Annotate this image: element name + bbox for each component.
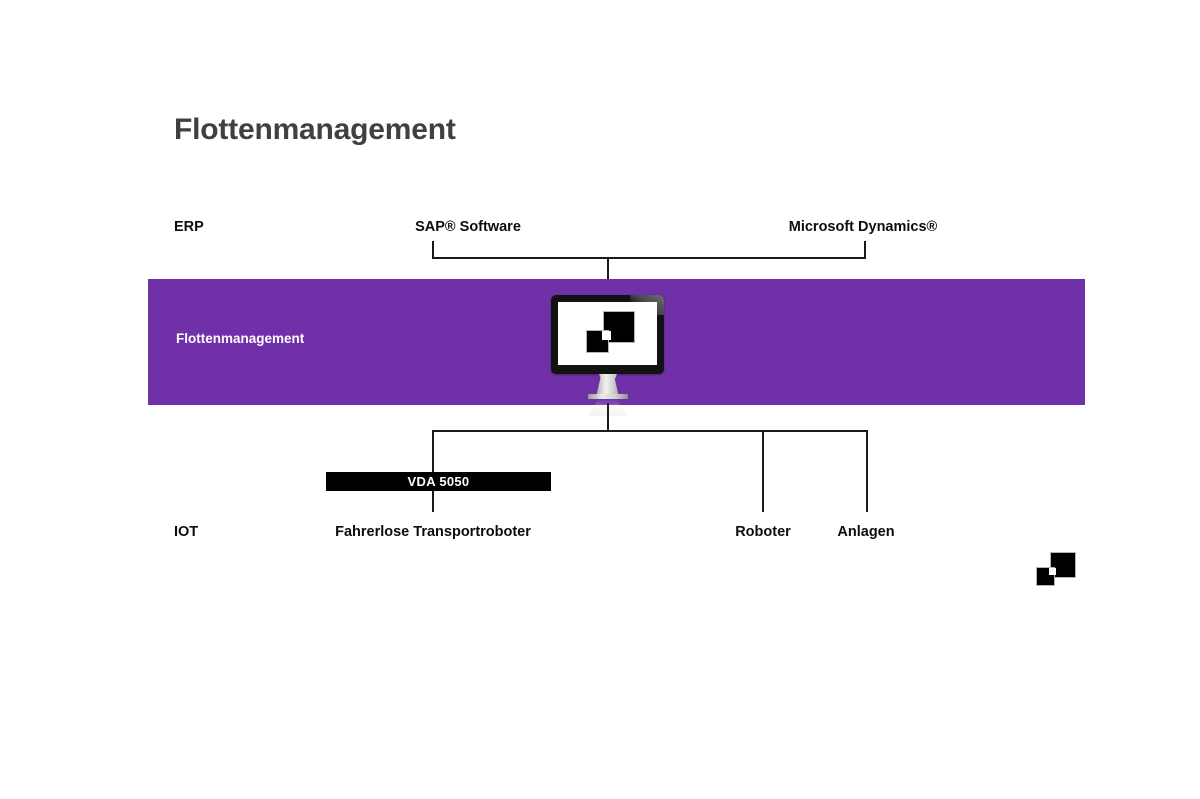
- node-label-microsoft-dynamics: Microsoft Dynamics®: [788, 219, 938, 235]
- node-label-sap-software: SAP® Software: [415, 219, 521, 235]
- page-title: Flottenmanagement: [174, 113, 456, 146]
- connector-iot-drop-anlagen: [866, 430, 868, 512]
- vda-5050-label: VDA 5050: [407, 474, 470, 489]
- logo-notch-square: [1049, 568, 1056, 575]
- connector-iot-drop-roboter: [762, 430, 764, 512]
- monitor-stand-base: [587, 394, 628, 399]
- connector-band-to-iot: [607, 403, 609, 432]
- row-label-iot: IOT: [174, 524, 199, 540]
- monitor-stand-neck-sheen: [596, 374, 619, 395]
- vda-5050-protocol-bar: VDA 5050: [326, 472, 551, 491]
- node-label-anlagen: Anlagen: [837, 524, 895, 540]
- connector-erp-stub-left: [432, 241, 434, 259]
- connector-iot-horizontal: [432, 430, 868, 432]
- band-label-flottenmanagement: Flottenmanagement: [176, 331, 305, 346]
- connector-erp-stub-right: [864, 241, 866, 259]
- logo-notch-square: [602, 331, 611, 340]
- node-label-roboter: Roboter: [735, 524, 791, 540]
- brand-logo-icon: [1033, 552, 1077, 590]
- connector-iot-drop-fts: [432, 430, 434, 512]
- two-squares-logo-icon: [581, 311, 637, 357]
- connector-erp-to-band: [607, 257, 609, 281]
- row-label-erp: ERP: [174, 219, 204, 235]
- node-label-fahrerlose-transportroboter: Fahrerlose Transportroboter: [335, 524, 531, 540]
- connector-erp-horizontal: [432, 257, 866, 259]
